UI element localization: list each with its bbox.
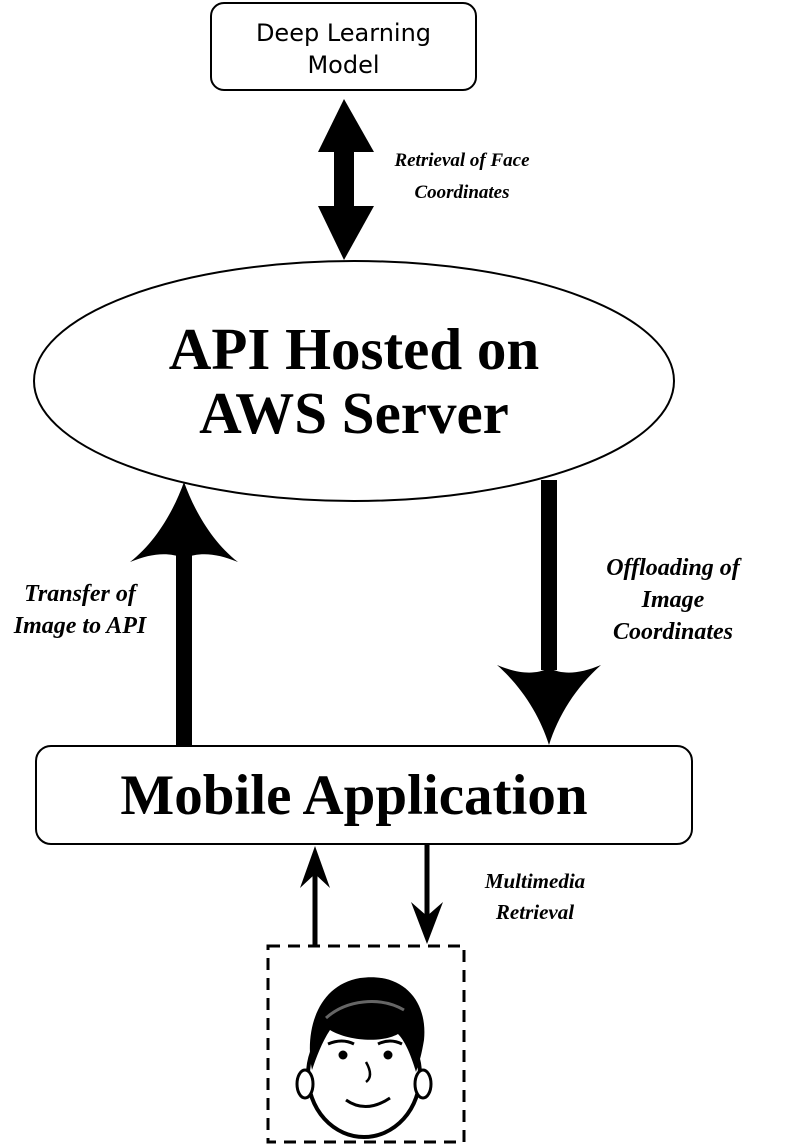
arrow-user-to-mobile [300, 846, 330, 946]
edge-label-offloading-of-image-coordinates: Offloading of Image Coordinates [606, 555, 740, 645]
api-ellipse [33, 260, 675, 502]
deep-learning-model-node: Deep Learning Model [210, 2, 477, 91]
edge-label-transfer-of-image-to-api: Transfer of Image to API [13, 581, 147, 639]
arrow-mobile-to-api [130, 482, 238, 745]
double-arrow-model-api [318, 99, 374, 260]
edge-label-multimedia-retrieval: Multimedia Retrieval [484, 869, 586, 924]
deep-learning-model-label: Deep Learning Model [255, 18, 432, 79]
api-server-node: API Hosted on AWS Server [34, 261, 674, 501]
mobile-application-node: Mobile Application [35, 745, 693, 845]
edge-label-retrieval-of-face-coordinates: Retrieval of Face Coordinates [394, 150, 530, 203]
user-dashed-box [266, 944, 466, 1144]
arrow-api-to-mobile [497, 480, 601, 745]
arrow-mobile-to-user [411, 845, 443, 944]
api-server-label: API Hosted on AWS Server [168, 316, 540, 446]
user-face-icon [295, 977, 433, 1139]
mobile-application-label: Mobile Application [120, 763, 588, 827]
